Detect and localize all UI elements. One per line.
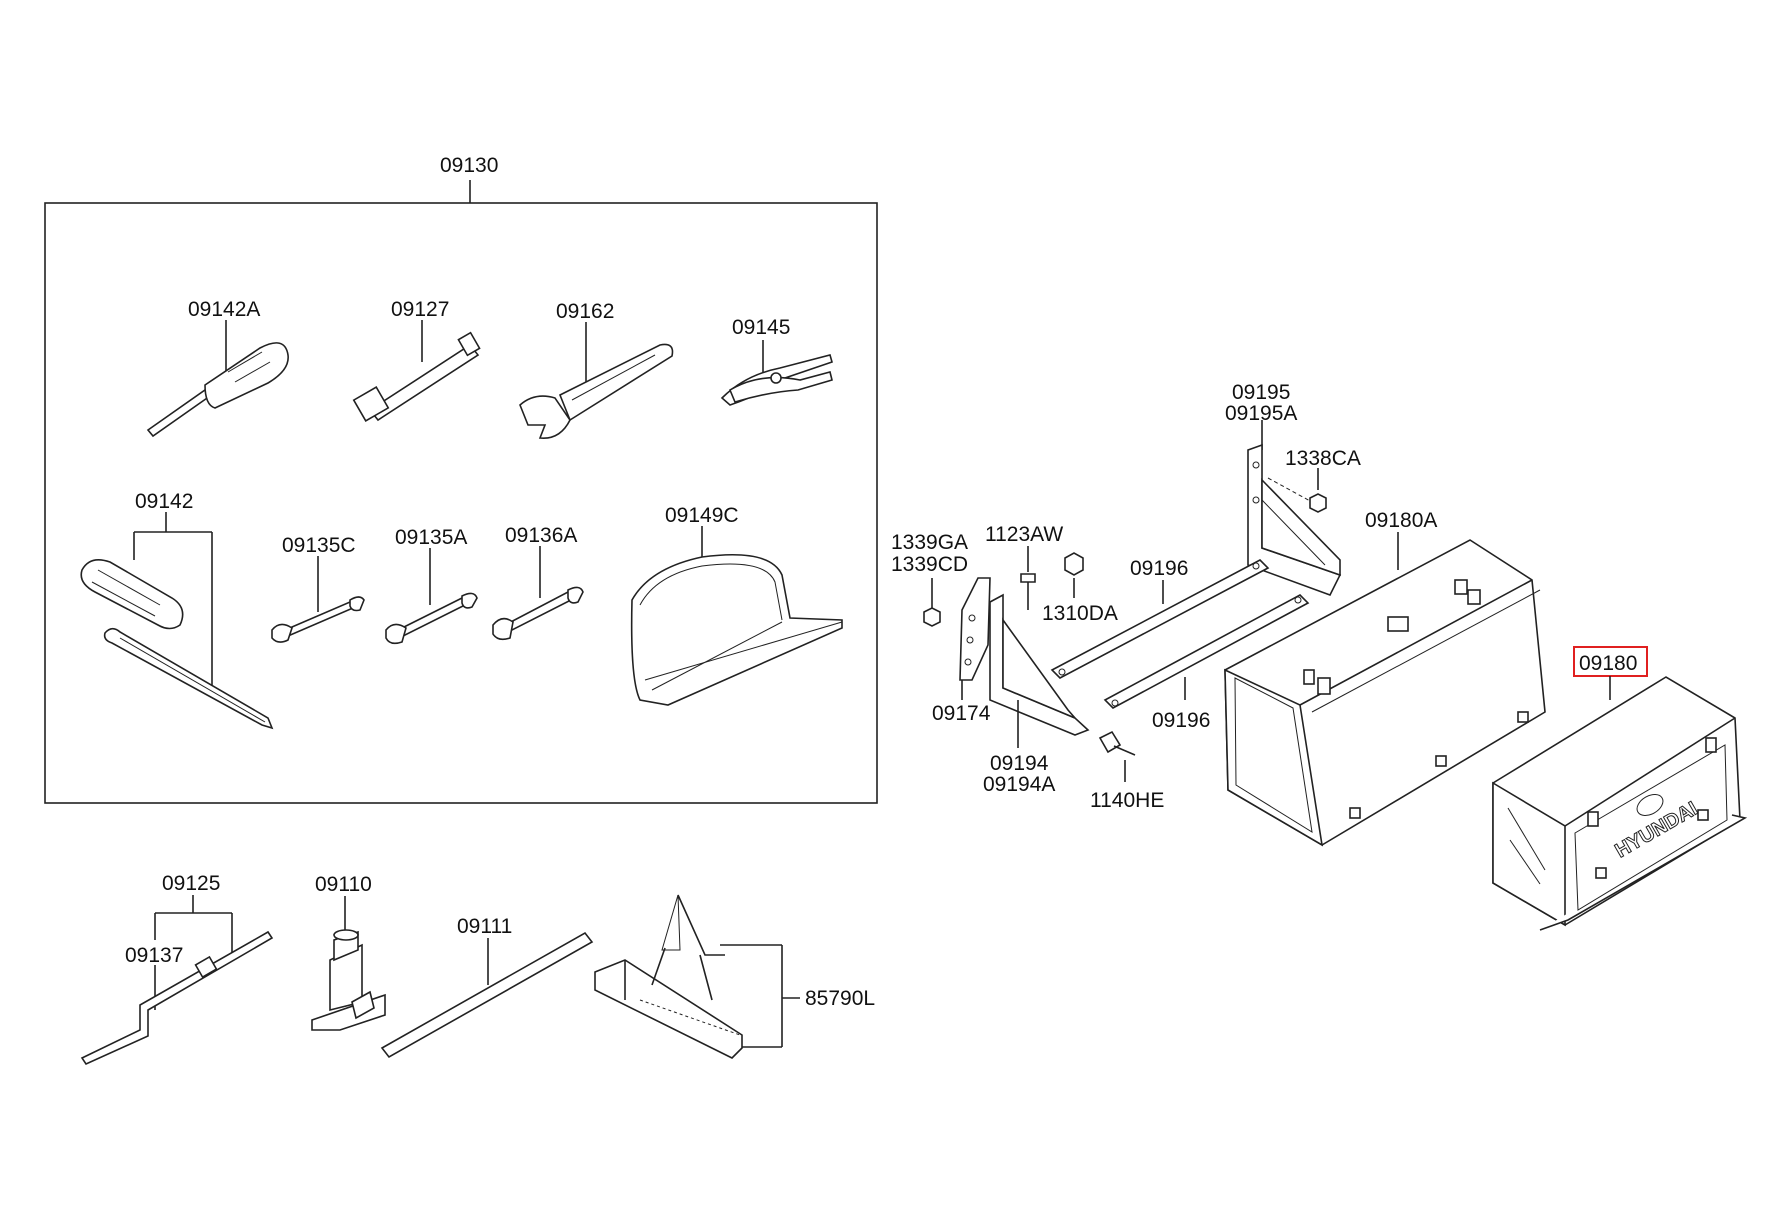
label-09110[interactable]: 09110	[315, 873, 372, 896]
plate-09174: 09174	[932, 577, 991, 725]
bracket-09194: 09194 09194A	[983, 593, 1090, 796]
label-09196-upper[interactable]: 09196	[1130, 557, 1188, 580]
crank-handle-09125: 09125 09137	[80, 872, 274, 1066]
label-09149c[interactable]: 09149C	[665, 504, 739, 527]
tool-box-09180: 09180 HYUNDAI	[1492, 646, 1748, 931]
bracket-09195: 09195 09195A	[1225, 381, 1342, 596]
spanner-09135c: 09135C	[271, 534, 365, 643]
bolt-1140he: 1140HE	[1090, 730, 1164, 812]
label-1339ga[interactable]: 1339GA	[891, 531, 968, 554]
bolt-1339ga: 1339GA 1339CD	[891, 531, 968, 627]
warning-triangle-85790l: 85790L	[594, 894, 875, 1059]
tool-box-09180a: 09180A	[1224, 509, 1546, 847]
bottle-jack-09110: 09110	[311, 873, 386, 1031]
label-09137[interactable]: 09137	[125, 944, 183, 967]
spanner-09136a: 09136A	[492, 524, 584, 641]
bar-09196-lower: 09196	[1103, 594, 1310, 732]
screwdriver-09142a: 09142A	[146, 298, 289, 438]
label-09195[interactable]: 09195	[1232, 381, 1290, 404]
label-09127[interactable]: 09127	[391, 298, 449, 321]
label-09130[interactable]: 09130	[440, 154, 498, 177]
label-09194a[interactable]: 09194A	[983, 773, 1055, 796]
socket-bar-09127: 09127	[352, 298, 481, 422]
label-09135a[interactable]: 09135A	[395, 526, 467, 549]
label-09174[interactable]: 09174	[932, 702, 991, 725]
nut-1338ca: 1338CA	[1267, 447, 1361, 513]
tool-bag-09149c: 09149C	[630, 504, 843, 706]
label-1338ca[interactable]: 1338CA	[1285, 447, 1361, 470]
bolt-1123aw: 1123AW	[985, 523, 1063, 610]
label-09162[interactable]: 09162	[556, 300, 614, 323]
label-09145[interactable]: 09145	[732, 316, 790, 339]
tool-kit-group: 09130	[44, 154, 878, 804]
label-09180[interactable]: 09180	[1579, 652, 1637, 675]
label-09135c[interactable]: 09135C	[282, 534, 356, 557]
label-1123aw[interactable]: 1123AW	[985, 523, 1063, 546]
adjustable-wrench-09162: 09162	[519, 300, 674, 439]
tool-kit-frame	[44, 202, 878, 804]
spanner-09135a: 09135A	[385, 526, 478, 645]
label-09111[interactable]: 09111	[457, 915, 512, 938]
label-09142[interactable]: 09142	[135, 490, 193, 513]
nut-1310da: 1310DA	[1042, 552, 1118, 625]
label-09195a[interactable]: 09195A	[1225, 402, 1297, 425]
jack-bar-09111: 09111	[380, 915, 594, 1059]
pliers-09145: 09145	[720, 316, 833, 406]
label-1140he[interactable]: 1140HE	[1090, 789, 1164, 812]
label-09194[interactable]: 09194	[990, 752, 1049, 775]
bar-09196-upper: 09196	[1050, 557, 1270, 679]
label-09136a[interactable]: 09136A	[505, 524, 577, 547]
label-85790l[interactable]: 85790L	[805, 987, 875, 1010]
screwdriver-set-09142: 09142	[80, 490, 274, 730]
label-09196-lower[interactable]: 09196	[1152, 709, 1210, 732]
label-09180a[interactable]: 09180A	[1365, 509, 1437, 532]
label-1310da[interactable]: 1310DA	[1042, 602, 1118, 625]
label-1339cd[interactable]: 1339CD	[891, 553, 968, 576]
label-09125[interactable]: 09125	[162, 872, 220, 895]
label-09142a[interactable]: 09142A	[188, 298, 260, 321]
